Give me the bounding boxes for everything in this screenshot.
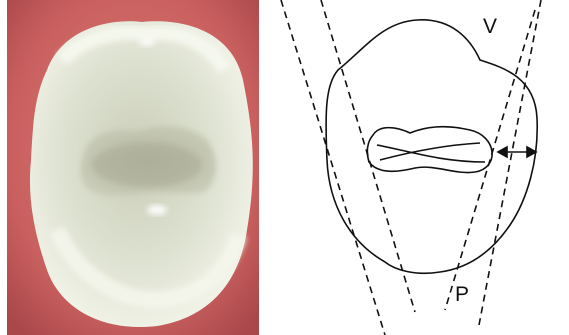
canal-line <box>377 145 485 162</box>
tooth-highlight <box>147 205 167 215</box>
cavity-shadow <box>92 143 202 187</box>
tooth-photo <box>7 0 259 335</box>
label-v: V <box>483 15 497 38</box>
tooth-outline-diagram: V P <box>265 0 569 335</box>
dashed-line <box>321 0 415 312</box>
dashed-line <box>281 0 385 335</box>
tooth-outline <box>326 20 537 273</box>
label-p: P <box>455 283 469 306</box>
dashed-line <box>479 0 541 325</box>
arrowhead-left <box>498 147 507 157</box>
canal-line <box>380 143 480 160</box>
tooth-highlight <box>139 38 155 46</box>
